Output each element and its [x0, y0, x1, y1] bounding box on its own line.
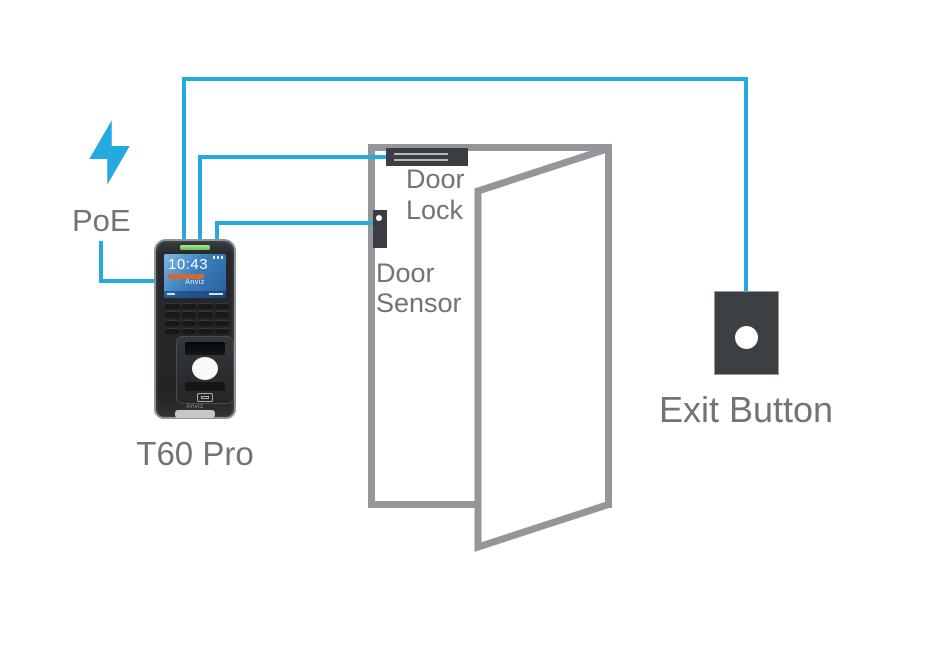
keypad-key [181, 327, 196, 334]
door-lock-label: Door Lock [406, 164, 465, 226]
door-lock-stripe [394, 159, 448, 161]
keypad-key [198, 311, 213, 318]
status-led [180, 245, 210, 250]
wire-door-lock [198, 155, 390, 242]
keypad-key [198, 319, 213, 326]
device-label: T60 Pro [136, 435, 254, 472]
keypad-key [214, 327, 229, 334]
keypad-key [214, 319, 229, 326]
keypad-key [181, 303, 196, 310]
wire-exit-button [182, 77, 748, 293]
screen-time: 10:43 [168, 256, 209, 273]
screen-bottom-bar [164, 291, 226, 298]
door-sensor [373, 210, 387, 248]
keypad-key [181, 319, 196, 326]
fingerprint-window [185, 342, 225, 355]
screen-status-icons [213, 256, 223, 259]
door-lock-label-line2: Lock [406, 195, 464, 225]
device-screen: 10:43 Anviz [164, 254, 226, 298]
exit-button [714, 291, 779, 375]
keypad-key [198, 327, 213, 334]
fingerprint-module [176, 336, 234, 404]
fingerprint-sensor [192, 357, 218, 380]
keypad-key [165, 311, 180, 318]
t60-pro-device: 10:43 Anviz [154, 239, 236, 419]
door-lock-label-line1: Door [406, 164, 465, 194]
rfid-card-icon [197, 393, 213, 402]
door-lock [386, 148, 468, 166]
poe-label: PoE [72, 203, 131, 238]
screen-brand: Anviz [185, 279, 205, 286]
door-sensor-led [376, 215, 382, 221]
fingerprint-slot [185, 382, 225, 391]
door-panel [474, 143, 612, 552]
door-sensor-label: Door Sensor [376, 258, 462, 318]
keypad-key [181, 311, 196, 318]
keypad-key [165, 319, 180, 326]
door-lock-stripe [394, 153, 448, 155]
lightning-bolt-icon [89, 120, 130, 185]
exit-button-label: Exit Button [658, 389, 834, 430]
keypad-key [165, 327, 180, 334]
wire-door-sensor [215, 221, 377, 242]
screen-date-bar [168, 274, 204, 279]
screen-menu-mark [167, 293, 175, 295]
screen-menu-mark [209, 293, 223, 295]
keypad-key [198, 303, 213, 310]
device-keypad [165, 303, 229, 334]
device-brand: Anviz [186, 404, 204, 410]
device-base-bar [175, 410, 215, 418]
rfid-card-icon-inner [201, 396, 209, 399]
keypad-key [214, 311, 229, 318]
door-sensor-label-line1: Door [376, 258, 435, 288]
keypad-key [214, 303, 229, 310]
exit-button-circle [735, 326, 758, 349]
door-sensor-label-line2: Sensor [376, 288, 462, 318]
wire-poe [99, 241, 158, 283]
keypad-key [165, 303, 180, 310]
